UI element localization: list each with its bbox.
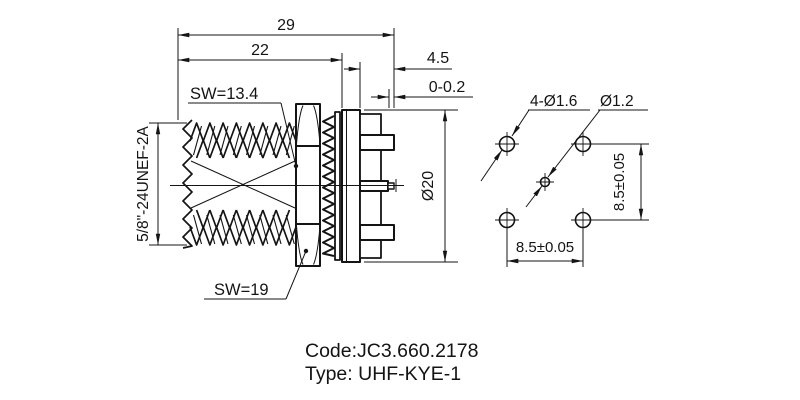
label-wrench-flats-nut: SW=19	[214, 281, 269, 299]
leader-dot-sw19	[303, 248, 309, 254]
top-pin	[359, 134, 395, 151]
part-code: Code:JC3.660.2178	[305, 340, 478, 362]
hole-pattern-view: 4-Ø1.6 Ø1.2 8.5±0.05 8.5±0.05	[480, 93, 649, 267]
hole-centerlines	[495, 132, 595, 232]
flange-plate	[341, 109, 361, 263]
flat-washer	[334, 111, 341, 261]
dim-hole-spacing-vertical: 8.5±0.05	[611, 153, 628, 211]
dim-pin-protrusion: 4.5	[427, 50, 449, 67]
dim-hole-spacing-horizontal: 8.5±0.05	[516, 239, 574, 256]
label-thread-spec: 5/8"-24UNEF-2A	[135, 125, 152, 241]
side-view-dimensions: 29 22 4.5 0-0.2 Ø20 5/8"-24UNEF-2A SW=13…	[135, 17, 473, 300]
label-center-hole: Ø1.2	[600, 93, 634, 110]
leader-dot-sw134	[293, 163, 299, 169]
center-contact	[359, 180, 389, 192]
label-corner-holes: 4-Ø1.6	[530, 93, 577, 110]
part-type: Type: UHF-KYE-1	[305, 363, 461, 385]
hex-nut	[295, 103, 321, 267]
label-wrench-flats-body: SW=13.4	[190, 85, 258, 103]
title-block: Code:JC3.660.2178 Type: UHF-KYE-1	[305, 340, 478, 385]
center-pin-tip	[387, 182, 395, 190]
thread-break-line	[182, 119, 193, 249]
dim-flange-diameter: Ø20	[420, 171, 437, 201]
center-hole	[539, 176, 551, 188]
serrated-washer	[322, 115, 335, 257]
solder-pins	[359, 134, 397, 241]
side-view	[170, 103, 404, 267]
threaded-section	[189, 122, 297, 246]
dim-panel-range: 0-0.2	[429, 79, 466, 96]
flat-cross-lines	[190, 160, 296, 209]
dim-overall-length: 29	[277, 17, 295, 34]
bottom-pin	[359, 224, 395, 241]
dim-body-length: 22	[251, 42, 269, 59]
